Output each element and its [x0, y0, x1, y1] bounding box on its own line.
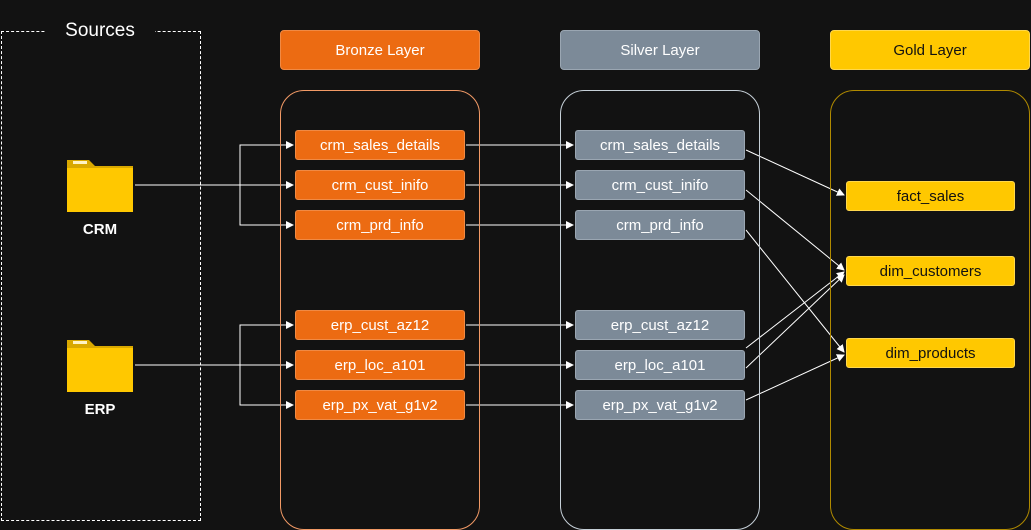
gold-table-dim-products[interactable]: dim_products	[846, 338, 1015, 368]
gold-table-fact-sales[interactable]: fact_sales	[846, 181, 1015, 211]
edge-silver-cust-to-dimcust	[745, 189, 845, 271]
erp-label: ERP	[84, 401, 116, 418]
edge-silver-prd-to-dimprod	[745, 229, 845, 353]
edge-crm-to-bronze-prd	[239, 185, 294, 229]
silver-table-erp-loc-a101[interactable]: erp_loc_a101	[575, 350, 745, 380]
sources-frame	[1, 31, 201, 521]
bronze-table-crm-prd-info[interactable]: crm_prd_info	[295, 210, 465, 240]
gold-layer-frame	[830, 90, 1030, 530]
bronze-table-erp-cust-az12[interactable]: erp_cust_az12	[295, 310, 465, 340]
silver-layer-header: Silver Layer	[560, 30, 760, 70]
silver-table-erp-cust-az12[interactable]: erp_cust_az12	[575, 310, 745, 340]
bronze-table-crm-cust-info[interactable]: crm_cust_inifo	[295, 170, 465, 200]
bronze-table-erp-loc-a101[interactable]: erp_loc_a101	[295, 350, 465, 380]
gold-layer-header: Gold Layer	[830, 30, 1030, 70]
silver-table-crm-cust-info[interactable]: crm_cust_inifo	[575, 170, 745, 200]
crm-label: CRM	[82, 221, 118, 238]
connector-lines	[135, 141, 845, 409]
edge-silver-sales-to-fact	[745, 149, 845, 196]
erp-folder-icon[interactable]	[65, 337, 135, 393]
silver-table-erp-px-vat-g1v2[interactable]: erp_px_vat_g1v2	[575, 390, 745, 420]
silver-table-crm-sales-details[interactable]: crm_sales_details	[575, 130, 745, 160]
bronze-table-erp-px-vat-g1v2[interactable]: erp_px_vat_g1v2	[295, 390, 465, 420]
silver-table-crm-prd-info[interactable]: crm_prd_info	[575, 210, 745, 240]
edge-erp-to-bronze-px	[239, 365, 294, 409]
edge-silver-erpcust-to-dimcust	[745, 271, 845, 349]
bronze-layer-header: Bronze Layer	[280, 30, 480, 70]
gold-table-dim-customers[interactable]: dim_customers	[846, 256, 1015, 286]
sources-title: Sources	[45, 18, 155, 44]
crm-folder-icon[interactable]	[65, 157, 135, 213]
edge-silver-px-to-dimprod	[745, 354, 845, 401]
bronze-table-crm-sales-details[interactable]: crm_sales_details	[295, 130, 465, 160]
edge-silver-loc-to-dimcust	[745, 274, 845, 369]
